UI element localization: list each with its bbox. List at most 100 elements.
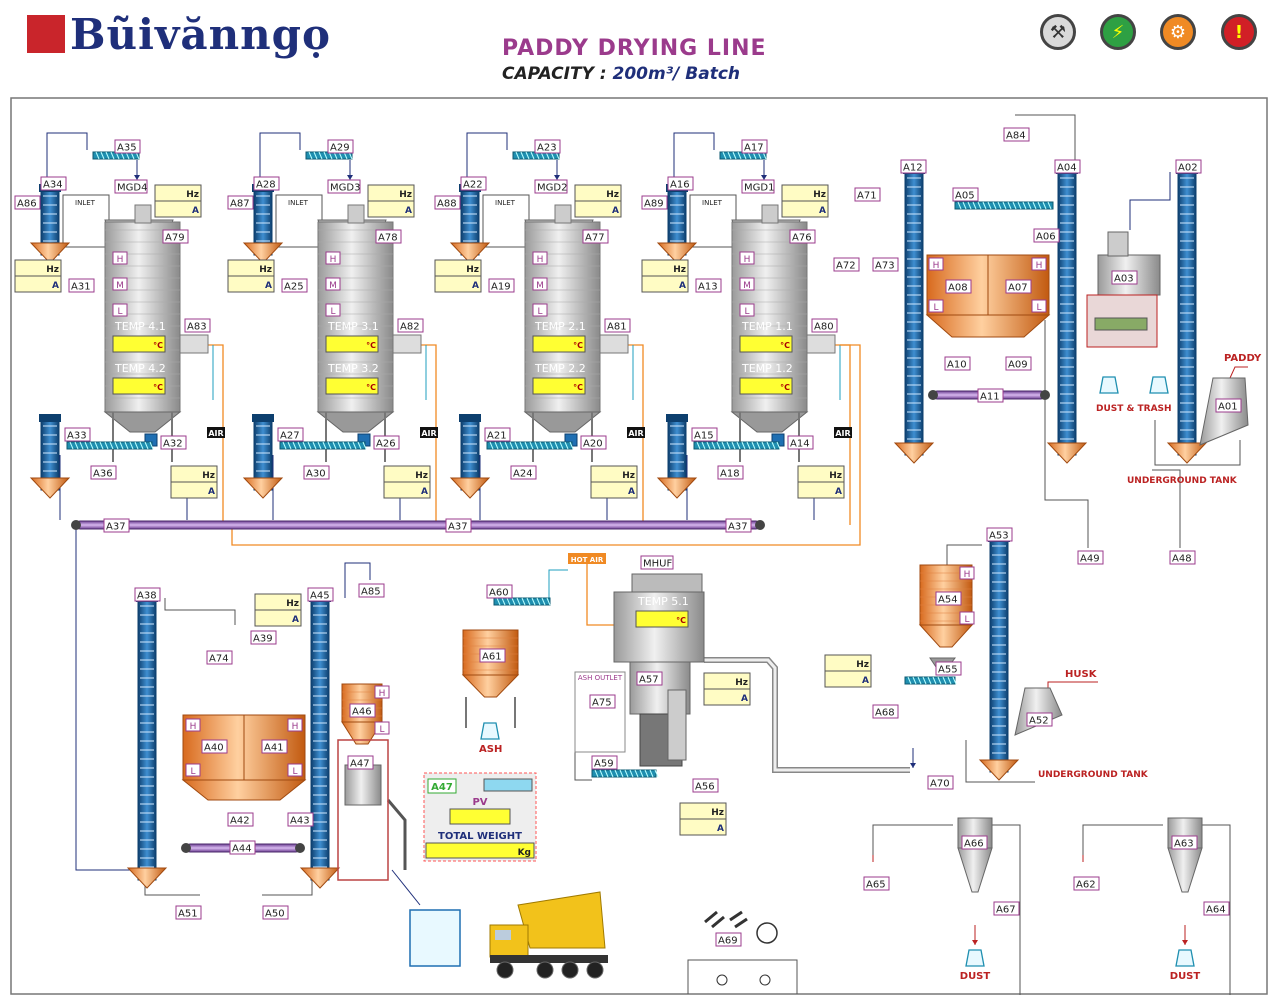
tag-a49[interactable]: A49 [1077,550,1104,565]
motor-meter-a56[interactable]: HzA [679,802,727,836]
screw-a30[interactable] [279,441,367,450]
tag-a56[interactable]: A56 [692,778,719,793]
tag-a88[interactable]: A88 [434,195,461,210]
tag-a26[interactable]: A26 [373,435,400,450]
tag-a37[interactable]: A37 [445,518,472,533]
motor-meter-a57[interactable]: HzA [703,672,751,706]
hopper-a08-a07[interactable] [925,254,1051,338]
screw-a18[interactable] [693,441,781,450]
bucket-elevator-a12[interactable] [893,166,935,464]
bucket-elevator-a53[interactable] [978,534,1020,781]
tag-a40[interactable]: A40 [201,739,228,754]
bucket-elevator-a16[interactable] [656,184,698,264]
tag-mgd1[interactable]: MGD1 [741,179,775,194]
tag-a19[interactable]: A19 [488,278,515,293]
tag-a68[interactable]: A68 [872,704,899,719]
bucket-elevator-a45[interactable] [299,594,341,889]
tag-a03[interactable]: A03 [1111,270,1138,285]
motor-meter-a76[interactable]: HzA [781,184,829,218]
tag-a51[interactable]: A51 [175,905,202,920]
tag-a22[interactable]: A22 [460,176,487,191]
tag-a74[interactable]: A74 [206,650,233,665]
main-belt-conveyor-a37[interactable] [71,520,765,530]
tag-a30[interactable]: A30 [303,465,330,480]
tag-a55[interactable]: A55 [935,661,962,676]
tag-a02[interactable]: A02 [1175,159,1202,174]
tag-a07[interactable]: A07 [1005,279,1032,294]
tag-a37[interactable]: A37 [103,518,130,533]
tag-a28[interactable]: A28 [253,176,280,191]
tag-a42[interactable]: A42 [227,812,254,827]
alarm-button[interactable]: ! [1221,14,1257,50]
tag-a63[interactable]: A63 [1171,835,1198,850]
motor-meter-a78[interactable]: HzA [367,184,415,218]
tag-a64[interactable]: A64 [1203,901,1230,916]
motor-meter-a20[interactable]: HzA [590,465,638,499]
tag-a48[interactable]: A48 [1169,550,1196,565]
tag-a41[interactable]: A41 [261,739,288,754]
tag-mgd4[interactable]: MGD4 [114,179,148,194]
dust-collector-a63[interactable] [1167,817,1203,893]
tag-a78[interactable]: A78 [375,229,402,244]
tag-a45[interactable]: A45 [307,587,334,602]
ash-hopper-a61[interactable] [461,629,520,698]
tag-a61[interactable]: A61 [479,648,506,663]
motor-meter-a14[interactable]: HzA [797,465,845,499]
motor-meter-a19[interactable]: HzA [434,259,482,293]
tag-a66[interactable]: A66 [961,835,988,850]
tag-a47[interactable]: A47 [347,755,374,770]
tag-a27[interactable]: A27 [277,427,304,442]
tag-a72[interactable]: A72 [833,257,860,272]
tag-a39[interactable]: A39 [250,630,277,645]
motor-meter-a77[interactable]: HzA [574,184,622,218]
tag-a65[interactable]: A65 [863,876,890,891]
motor-meter-a32[interactable]: HzA [170,465,218,499]
tag-a31[interactable]: A31 [68,278,95,293]
tag-a46[interactable]: A46 [349,703,376,718]
tag-a33[interactable]: A33 [64,427,91,442]
tag-mhuf[interactable]: MHUF [640,555,674,570]
tag-a60[interactable]: A60 [486,584,513,599]
tag-a12[interactable]: A12 [900,159,927,174]
power-button[interactable]: ⚡ [1100,14,1136,50]
tag-a04[interactable]: A04 [1054,159,1081,174]
bucket-elevator-lower-a21[interactable] [449,414,491,499]
screw-a24[interactable] [486,441,574,450]
tag-a05[interactable]: A05 [952,187,979,202]
tag-a15[interactable]: A15 [691,427,718,442]
screw-a60[interactable] [493,597,551,606]
settings-button[interactable]: ⚙ [1160,14,1196,50]
tag-a08[interactable]: A08 [945,279,972,294]
tag-a57[interactable]: A57 [636,671,663,686]
tag-mgd2[interactable]: MGD2 [534,179,568,194]
motor-meter-a26[interactable]: HzA [383,465,431,499]
bucket-elevator-a38[interactable] [126,594,168,889]
screw-a55[interactable] [904,676,957,685]
tag-a52[interactable]: A52 [1026,712,1053,727]
tag-a43[interactable]: A43 [287,812,314,827]
tag-a50[interactable]: A50 [262,905,289,920]
tag-a62[interactable]: A62 [1073,876,1100,891]
tag-a84[interactable]: A84 [1003,127,1030,142]
husk-intake-a52[interactable] [1014,687,1063,736]
tag-a38[interactable]: A38 [134,587,161,602]
tag-a11[interactable]: A11 [977,388,1004,403]
tag-a13[interactable]: A13 [695,278,722,293]
bucket-elevator-a22[interactable] [449,184,491,264]
tag-a87[interactable]: A87 [227,195,254,210]
tag-a79[interactable]: A79 [162,229,189,244]
tag-a25[interactable]: A25 [281,278,308,293]
screw-a36[interactable] [66,441,154,450]
tag-a14[interactable]: A14 [787,435,814,450]
bucket-elevator-a04[interactable] [1046,166,1088,464]
furnace-mhuf[interactable] [613,573,705,767]
tag-a16[interactable]: A16 [667,176,694,191]
tag-a35[interactable]: A35 [114,139,141,154]
motor-meter-a31[interactable]: HzA [14,259,62,293]
tag-a59[interactable]: A59 [591,755,618,770]
tag-a06[interactable]: A06 [1033,228,1060,243]
dust-collector-a66[interactable] [957,817,993,893]
tag-a37[interactable]: A37 [725,518,752,533]
tag-a70[interactable]: A70 [927,775,954,790]
